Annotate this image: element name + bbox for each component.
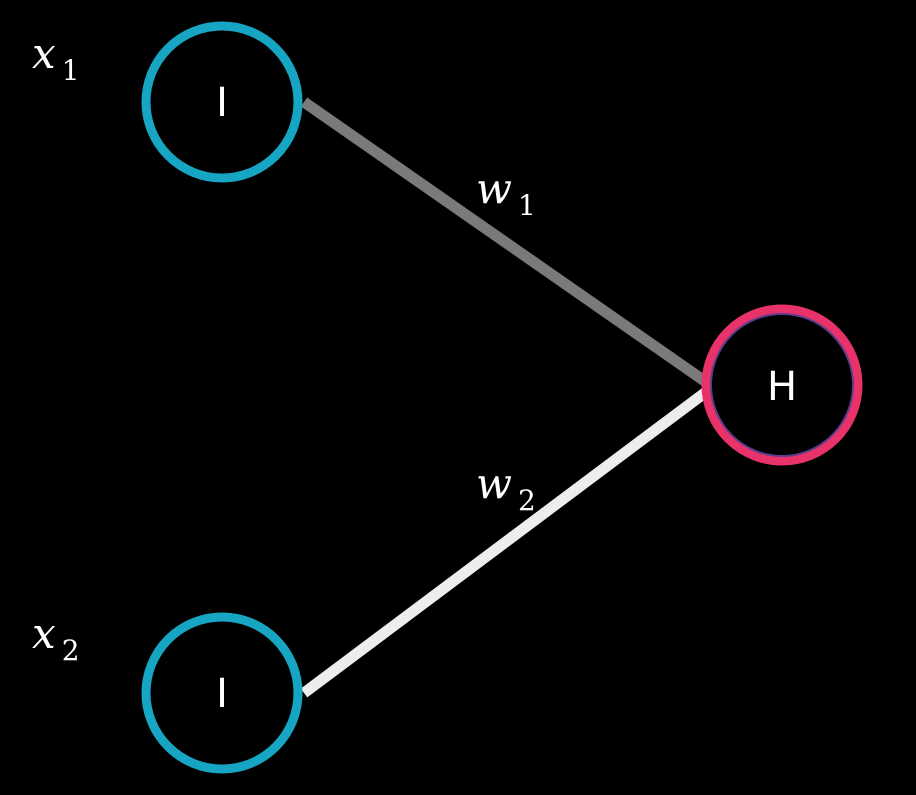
input-label-x1: x 1 — [32, 29, 80, 87]
hidden-node: H — [701, 304, 863, 466]
x2-subscript: 2 — [62, 634, 80, 667]
hidden-node-label: H — [767, 364, 797, 410]
w1-base: w — [476, 164, 512, 213]
x2-base: x — [32, 609, 56, 658]
weight-label-w1: w 1 — [476, 164, 536, 222]
hidden-node-inner-ring — [710, 313, 854, 457]
w2-subscript: 2 — [518, 484, 536, 517]
input-node-2-ring — [141, 612, 303, 774]
edge-w1 — [300, 97, 710, 387]
weight-label-w2: w 2 — [476, 459, 536, 517]
input-node-1: I — [141, 21, 303, 183]
x1-subscript: 1 — [62, 54, 80, 87]
input-label-x2: x 2 — [32, 609, 80, 667]
edge-w2 — [300, 387, 710, 698]
input-node-2-label: I — [216, 671, 228, 717]
hidden-node-ring — [701, 304, 863, 466]
input-node-2: I — [141, 612, 303, 774]
input-node-1-ring — [141, 21, 303, 183]
w2-base: w — [476, 459, 512, 508]
x1-base: x — [32, 29, 56, 78]
w1-subscript: 1 — [518, 189, 536, 222]
input-node-1-label: I — [216, 80, 228, 126]
